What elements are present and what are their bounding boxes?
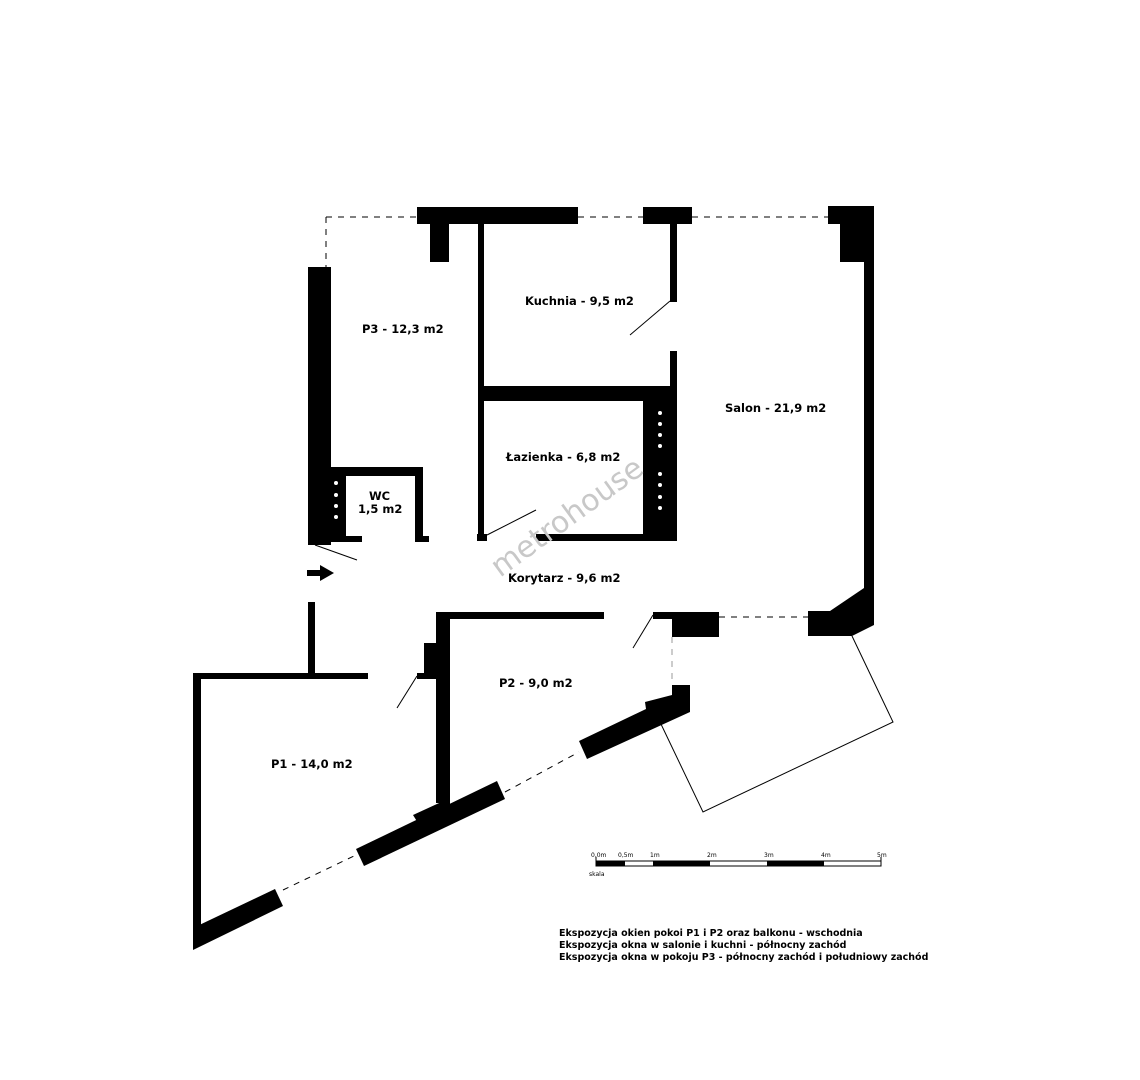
exposure-note: Ekspozycja okna w pokoju P3 - północny z… (559, 952, 928, 963)
scale-tick: 4m (821, 852, 831, 859)
doors (314, 300, 671, 709)
room-label-p2: P2 - 9,0 m2 (499, 676, 573, 690)
scale-label: skala (589, 871, 605, 878)
room-area-wc: 1,5 m2 (358, 502, 402, 516)
scale-bar: 0,0m 0,5m 1m 2m 3m 4m 5m skala (589, 852, 887, 878)
scale-tick: 3m (764, 852, 774, 859)
room-label-salon: Salon - 21,9 m2 (725, 401, 826, 415)
walls (193, 206, 874, 950)
scale-tick: 1m (650, 852, 660, 859)
entrance-arrow-icon (307, 565, 334, 581)
watermark: metrohouse (484, 450, 650, 584)
scale-tick: 5m (877, 852, 887, 859)
exposure-note: Ekspozycja okien pokoi P1 i P2 oraz balk… (559, 928, 863, 939)
room-label-lazienka: Łazienka - 6,8 m2 (505, 450, 620, 464)
balcony-outline (659, 635, 894, 813)
scale-tick: 0,5m (618, 852, 634, 859)
room-label-kuchnia: Kuchnia - 9,5 m2 (525, 294, 634, 308)
room-label-korytarz: Korytarz - 9,6 m2 (508, 571, 621, 585)
room-label-p3: P3 - 12,3 m2 (362, 322, 444, 336)
exposure-note: Ekspozycja okna w salonie i kuchni - pół… (559, 940, 846, 951)
ventilation-dots (334, 411, 662, 519)
room-label-wc: WC (369, 489, 390, 503)
scale-tick: 0,0m (591, 852, 607, 859)
scale-tick: 2m (707, 852, 717, 859)
windows (282, 216, 828, 891)
room-label-p1: P1 - 14,0 m2 (271, 757, 353, 771)
